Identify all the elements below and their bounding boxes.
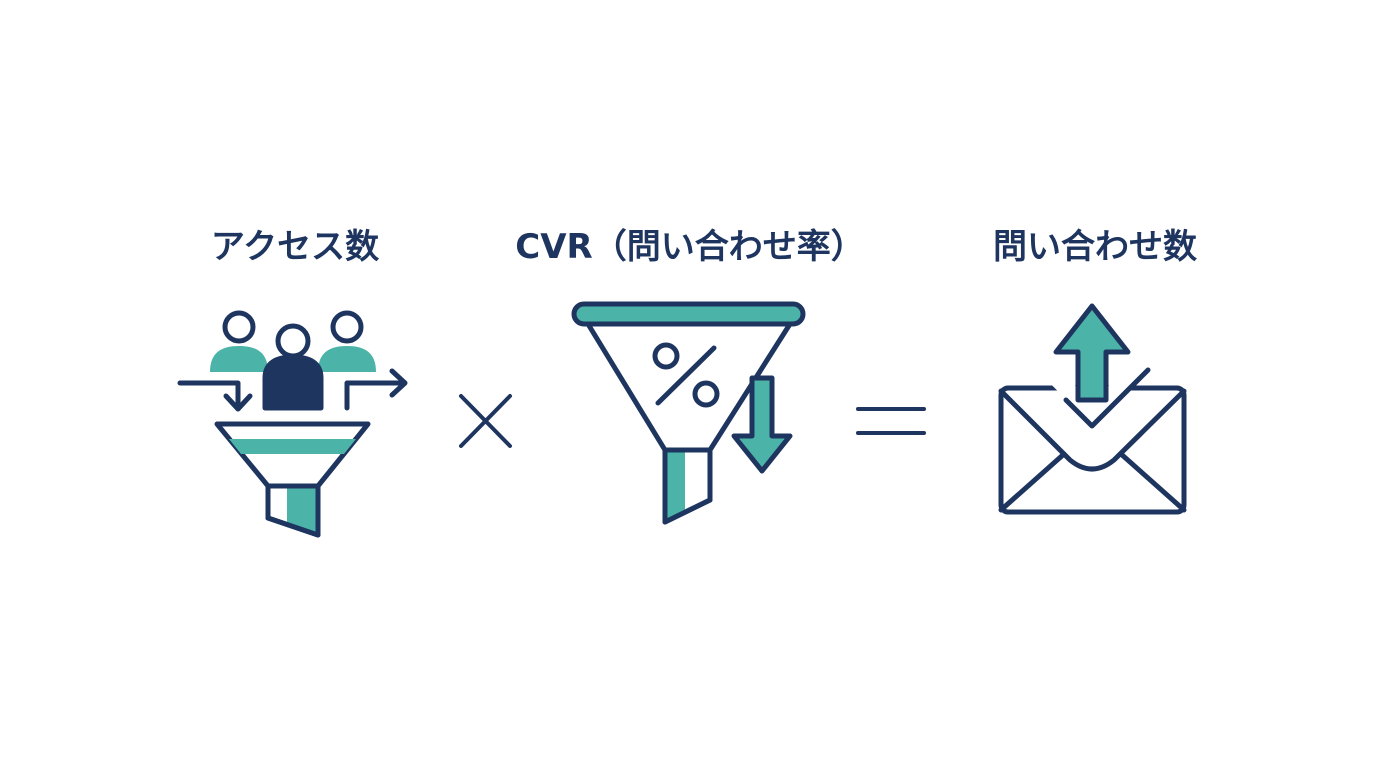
access-count-label: アクセス数 [210,227,380,267]
cvr-label: CVR（問い合わせ率） [515,227,865,267]
equals-icon [856,407,926,435]
inquiry-count-label: 問い合わせ数 [993,227,1197,267]
multiply-icon [459,394,512,448]
people-funnel-icon [177,310,408,538]
percent-funnel-icon [571,301,806,525]
envelope-up-arrow-icon [998,303,1187,515]
